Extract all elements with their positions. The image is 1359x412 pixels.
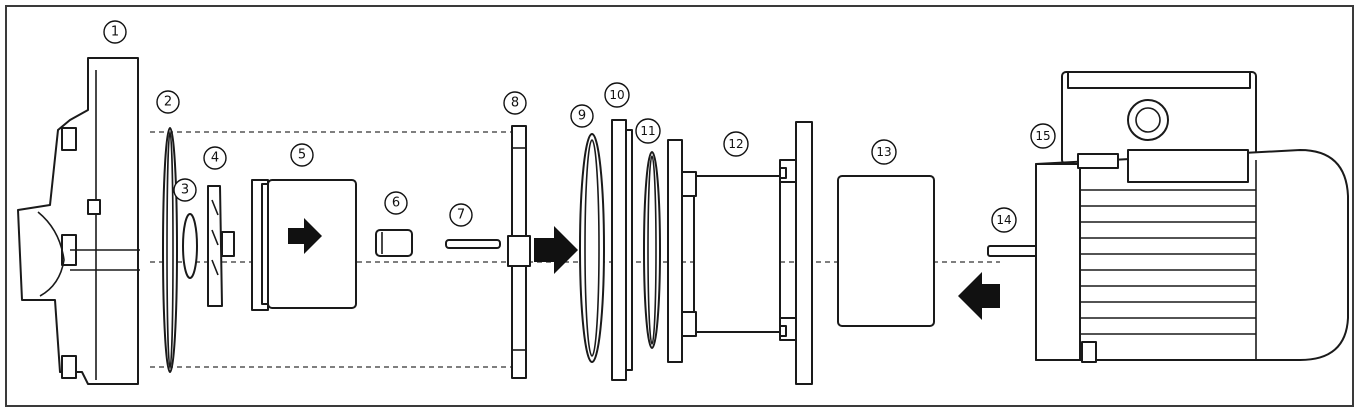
svg-text:11: 11: [640, 124, 655, 138]
svg-text:8: 8: [511, 96, 519, 111]
svg-text:12: 12: [728, 137, 743, 151]
callout-11: 11: [635, 118, 661, 144]
callout-14: 14: [991, 207, 1017, 233]
assembly-arrow-icon: [534, 226, 578, 274]
callout-10: 10: [604, 82, 630, 108]
svg-text:1: 1: [111, 25, 119, 40]
svg-text:9: 9: [578, 109, 586, 124]
stage-housing: [251, 179, 357, 311]
pump-casing: [17, 57, 140, 385]
insert-arrow-icon: [958, 272, 1000, 320]
svg-text:13: 13: [876, 145, 891, 159]
svg-text:4: 4: [211, 151, 219, 166]
coupling-sleeve: [375, 229, 413, 257]
callout-3: 3: [173, 178, 197, 202]
shaft-key: [445, 239, 501, 249]
motor-bracket: [667, 121, 813, 385]
svg-text:15: 15: [1035, 129, 1050, 143]
callout-13: 13: [871, 139, 897, 165]
svg-text:7: 7: [457, 208, 465, 223]
callout-5: 5: [290, 143, 314, 167]
svg-text:6: 6: [392, 196, 400, 211]
seal-ring: [182, 213, 198, 279]
motor-shaft: [987, 245, 1039, 257]
callout-4: 4: [203, 146, 227, 170]
callout-8: 8: [503, 91, 527, 115]
flow-arrow-icon: [288, 218, 322, 254]
svg-text:10: 10: [609, 88, 624, 102]
callout-1: 1: [103, 20, 127, 44]
callout-2: 2: [156, 90, 180, 114]
callout-12: 12: [723, 131, 749, 157]
alignment-guides: [150, 131, 1000, 368]
flange-plate: [611, 119, 633, 381]
svg-text:3: 3: [181, 183, 189, 198]
svg-text:2: 2: [164, 95, 172, 110]
callout-7: 7: [449, 203, 473, 227]
electric-motor: [1035, 71, 1349, 363]
callout-15: 15: [1030, 123, 1056, 149]
bracket-plate: [507, 125, 531, 379]
callout-9: 9: [570, 104, 594, 128]
o-ring-small: [643, 151, 661, 349]
svg-text:14: 14: [996, 213, 1011, 227]
impeller: [207, 185, 235, 307]
o-ring-medium: [579, 133, 605, 363]
callout-6: 6: [384, 191, 408, 215]
spacer-cover: [837, 175, 935, 327]
o-ring-large: [162, 127, 178, 373]
svg-text:5: 5: [298, 148, 306, 163]
